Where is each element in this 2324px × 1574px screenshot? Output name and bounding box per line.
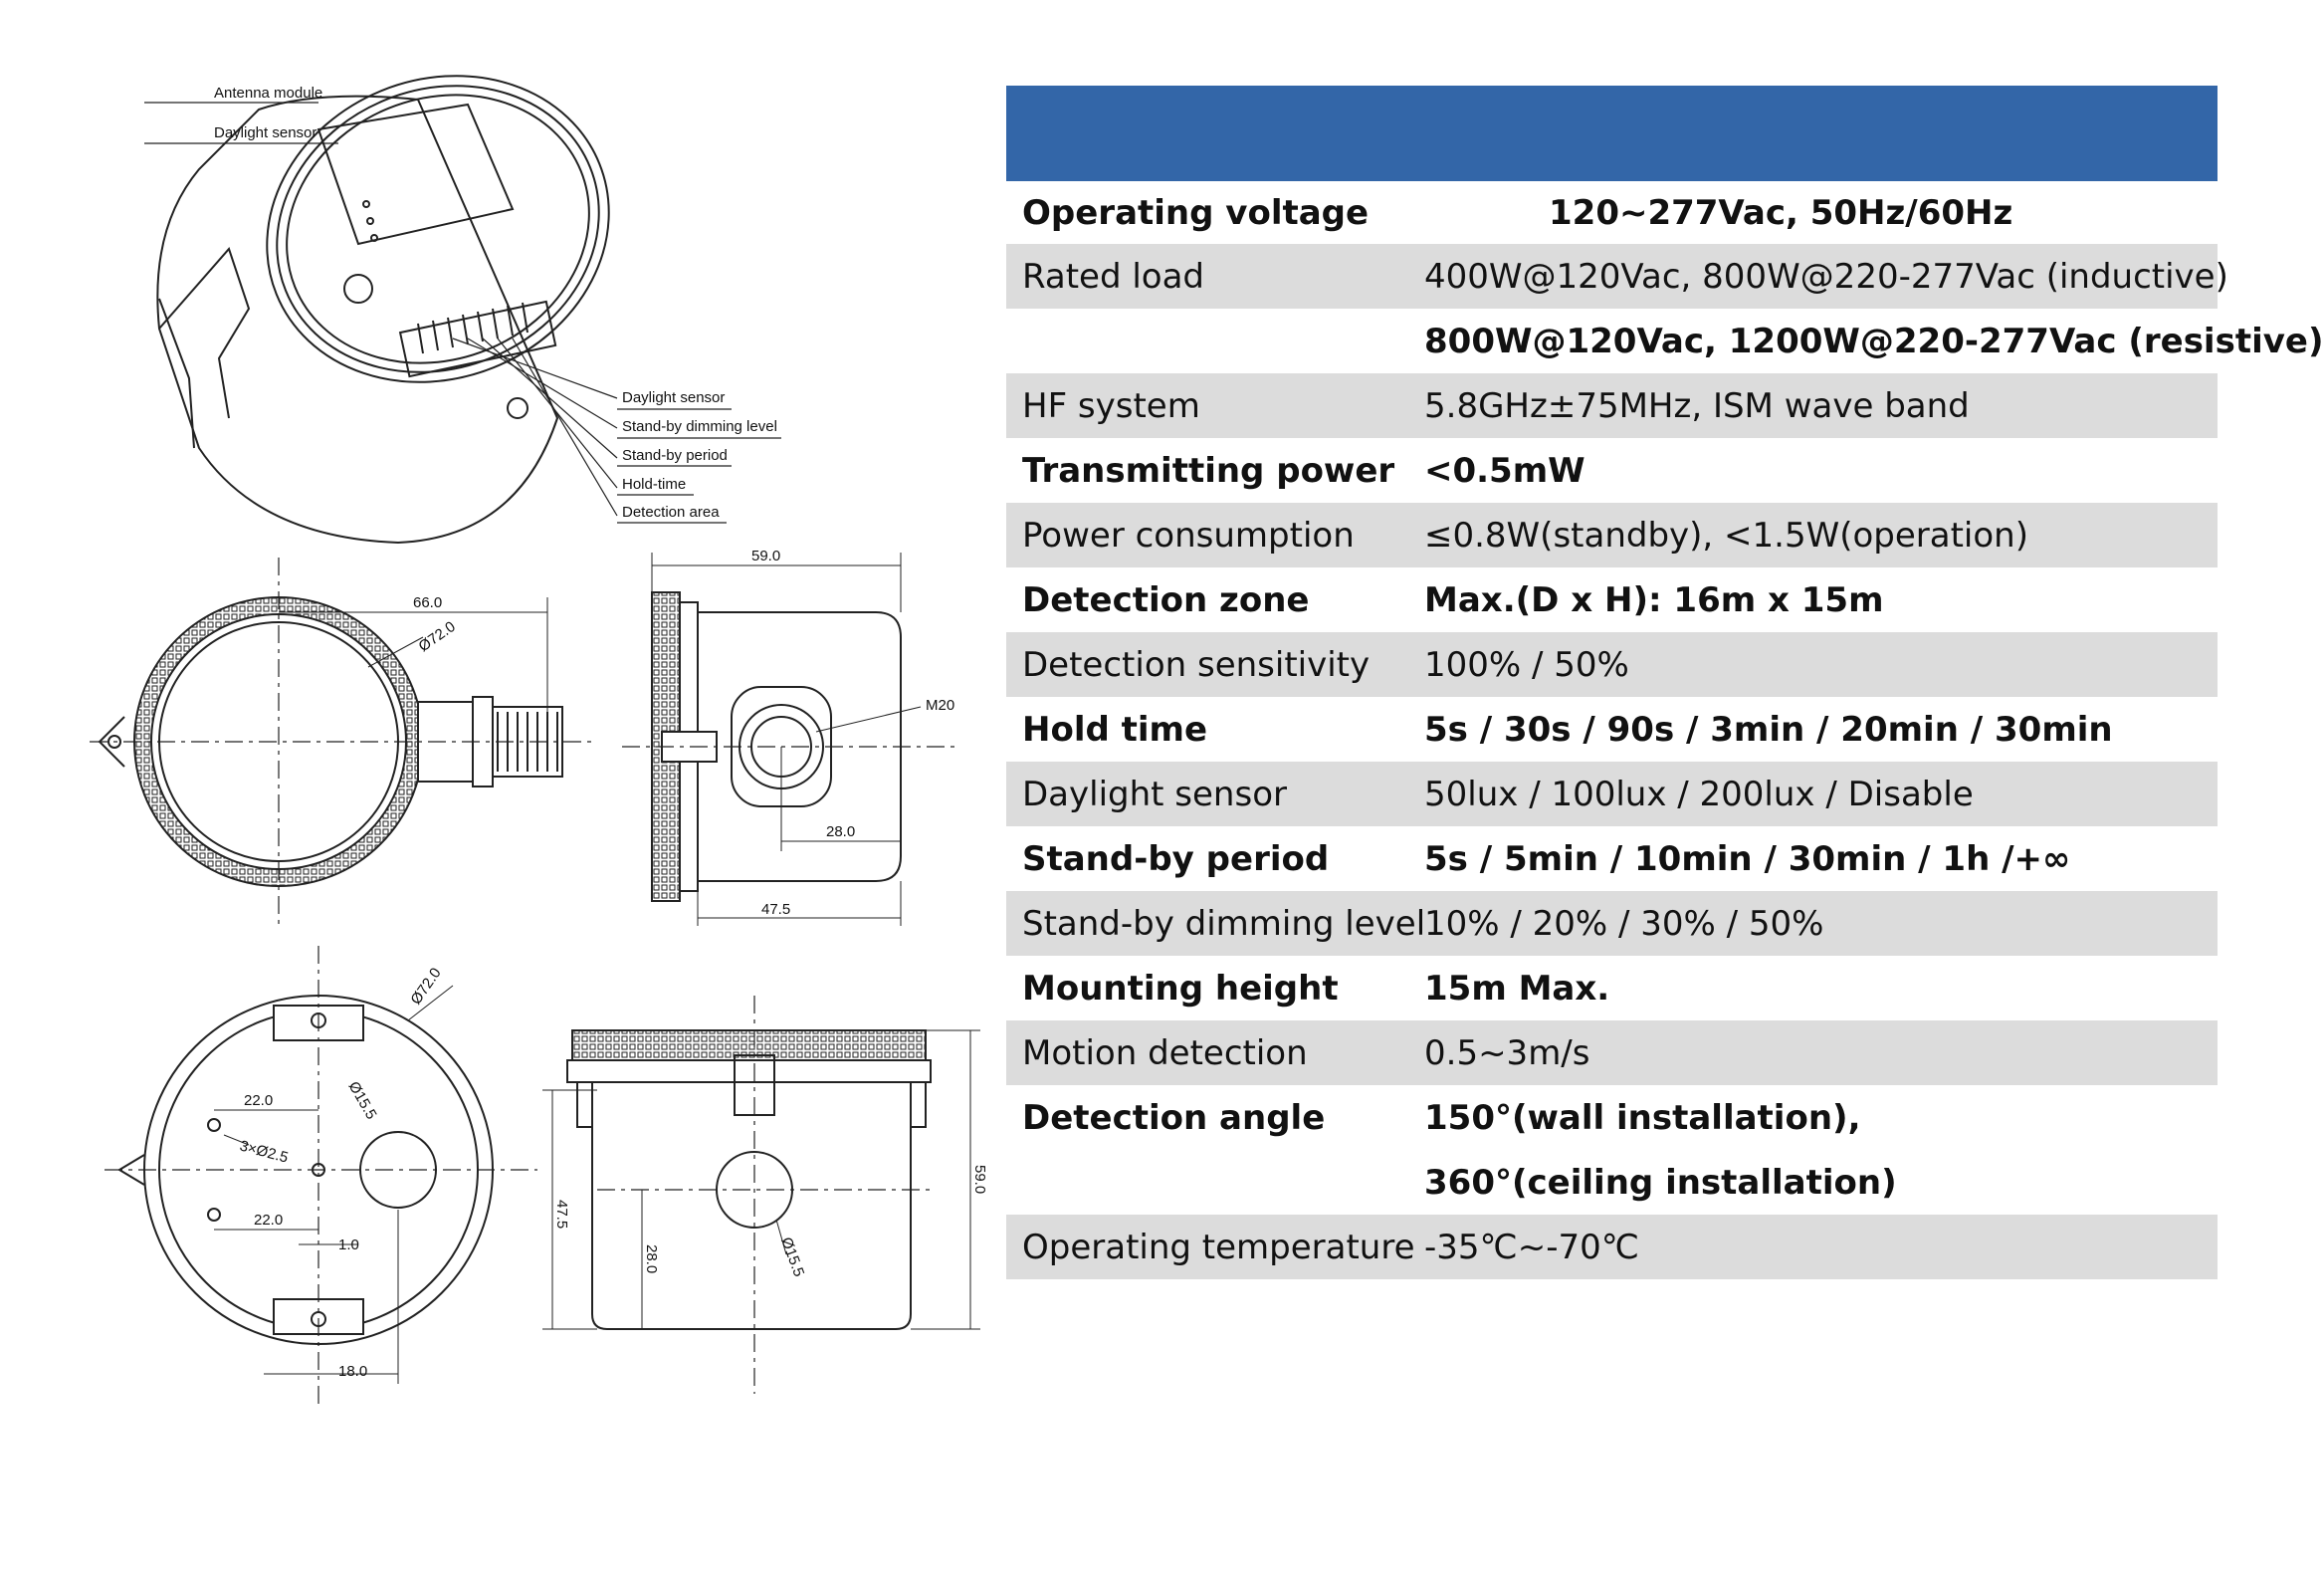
spec-value: 15m Max.: [1424, 968, 1610, 1009]
front-elevation-axes: [597, 996, 936, 1394]
spec-value: 100% / 50%: [1424, 644, 1629, 685]
standby-dimming-label: Stand-by dimming level: [622, 418, 777, 435]
spec-table-header-bar: [1006, 86, 2218, 181]
daylight-sensor-label: Daylight sensor: [622, 389, 725, 406]
dim-d72-bottom: Ø72.0: [407, 965, 444, 1008]
dim-22-b: 22.0: [254, 1212, 283, 1229]
spec-row-hf-system: HF system 5.8GHz±75MHz, ISM wave band: [1006, 373, 2218, 438]
spec-value: 5s / 5min / 10min / 30min / 1h /+∞: [1424, 838, 2071, 879]
spec-table: Operating voltage 120~277Vac, 50Hz/60Hz …: [1006, 86, 2324, 1279]
front-elevation: [566, 1029, 932, 1330]
spec-row-daylight-sensor: Daylight sensor 50lux / 100lux / 200lux …: [1006, 762, 2218, 826]
spec-row-detection-angle-2: 360°(ceiling installation): [1006, 1150, 2218, 1215]
spec-key: Mounting height: [1022, 968, 1339, 1009]
spec-row-rated-load: Rated load 400W@120Vac, 800W@220-277Vac …: [1006, 244, 2228, 309]
spec-row-detection-angle: Detection angle 150°(wall installation),: [1006, 1085, 2218, 1150]
dim-47-front: 47.5: [553, 1200, 570, 1229]
spec-value: 50lux / 100lux / 200lux / Disable: [1424, 774, 1974, 814]
dim-holes: 3×Ø2.5: [238, 1137, 290, 1166]
dim-d155-front: Ø15.5: [777, 1236, 807, 1279]
dim-m20: M20: [926, 697, 954, 714]
spec-value: ≤0.8W(standby), <1.5W(operation): [1424, 515, 2028, 556]
spec-key: Stand-by dimming level: [1022, 903, 1426, 944]
spec-key: HF system: [1022, 385, 1200, 426]
dimension-drawings-svg: Antenna module Daylight sensor Daylight …: [90, 75, 988, 1404]
spec-value: 800W@120Vac, 1200W@220-277Vac (resistive…: [1424, 321, 2324, 361]
dim-59-side: 59.0: [751, 548, 780, 564]
spec-key: Stand-by period: [1022, 838, 1330, 879]
spec-value: 360°(ceiling installation): [1424, 1162, 1897, 1203]
spec-value: -35℃~-70℃: [1424, 1227, 1639, 1267]
spec-value: 5s / 30s / 90s / 3min / 20min / 30min: [1424, 709, 2113, 750]
dim-28-front: 28.0: [643, 1244, 660, 1273]
spec-row-standby-period: Stand-by period 5s / 5min / 10min / 30mi…: [1006, 826, 2218, 891]
technical-drawings: Antenna module Daylight sensor Daylight …: [0, 0, 995, 1574]
spec-value: 5.8GHz±75MHz, ISM wave band: [1424, 385, 1970, 426]
spec-key: Hold time: [1022, 709, 1208, 750]
bottom-view-dim-lines: [214, 985, 454, 1384]
antenna-module-label: Antenna module: [214, 85, 322, 102]
spec-value: 150°(wall installation),: [1424, 1097, 1861, 1138]
spec-row-operating-temperature: Operating temperature -35℃~-70℃: [1006, 1215, 2218, 1279]
spec-value: 10% / 20% / 30% / 50%: [1424, 903, 1824, 944]
spec-key: Detection angle: [1022, 1097, 1326, 1138]
daylight-sensor-top-label: Daylight sensor: [214, 124, 317, 141]
spec-value: 120~277Vac, 50Hz/60Hz: [1549, 192, 2013, 233]
spec-key: Detection sensitivity: [1022, 644, 1371, 685]
dim-18: 18.0: [338, 1363, 367, 1380]
bottom-view-axes: [105, 946, 537, 1404]
spec-row-hold-time: Hold time 5s / 30s / 90s / 3min / 20min …: [1006, 697, 2218, 762]
spec-row-detection-zone: Detection zone Max.(D x H): 16m x 15m: [1006, 567, 2218, 632]
detection-area-label: Detection area: [622, 504, 720, 521]
dim-59-front: 59.0: [971, 1165, 988, 1194]
dim-66: 66.0: [413, 594, 442, 611]
spec-row-detection-sensitivity: Detection sensitivity 100% / 50%: [1006, 632, 2218, 697]
front-elevation-dim-lines: [542, 1029, 980, 1330]
dim-d72-top: Ø72.0: [416, 618, 459, 655]
side-view-dim-lines: [651, 553, 922, 926]
spec-key: Transmitting power: [1022, 450, 1395, 491]
spec-key: Detection zone: [1022, 579, 1310, 620]
top-view-axes: [90, 558, 597, 926]
spec-row-power-consumption: Power consumption ≤0.8W(standby), <1.5W(…: [1006, 503, 2218, 567]
perspective-view: [156, 75, 610, 545]
spec-key: Motion detection: [1022, 1032, 1308, 1073]
spec-row-mounting-height: Mounting height 15m Max.: [1006, 956, 2218, 1020]
spec-key: Power consumption: [1022, 515, 1355, 556]
spec-value: <0.5mW: [1424, 450, 1585, 491]
hold-time-label: Hold-time: [622, 476, 686, 493]
dim-1-0: 1.0: [338, 1237, 359, 1253]
spec-value: Max.(D x H): 16m x 15m: [1424, 579, 1884, 620]
dim-47-side: 47.5: [761, 901, 790, 918]
dim-22-a: 22.0: [244, 1092, 273, 1109]
spec-value: 0.5~3m/s: [1424, 1032, 1590, 1073]
spec-row-rated-load-2: 800W@120Vac, 1200W@220-277Vac (resistive…: [1006, 309, 2324, 373]
standby-period-label: Stand-by period: [622, 447, 728, 464]
spec-row-motion-detection: Motion detection 0.5~3m/s: [1006, 1020, 2218, 1085]
spec-row-transmitting-power: Transmitting power <0.5mW: [1006, 438, 2218, 503]
dim-28-side: 28.0: [826, 823, 855, 840]
spec-key: Operating voltage: [1022, 192, 1370, 233]
spec-key: Daylight sensor: [1022, 774, 1287, 814]
dim-d155-bottom: Ø15.5: [345, 1079, 380, 1123]
top-view-dim-lines: [279, 597, 548, 737]
spec-value: 400W@120Vac, 800W@220-277Vac (inductive): [1424, 256, 2228, 297]
spec-key: Operating temperature: [1022, 1227, 1415, 1267]
spec-row-operating-voltage: Operating voltage 120~277Vac, 50Hz/60Hz: [1006, 181, 2218, 244]
spec-row-standby-dimming: Stand-by dimming level 10% / 20% / 30% /…: [1006, 891, 2218, 956]
perspective-leaders: [144, 102, 781, 524]
spec-key: Rated load: [1022, 256, 1205, 297]
